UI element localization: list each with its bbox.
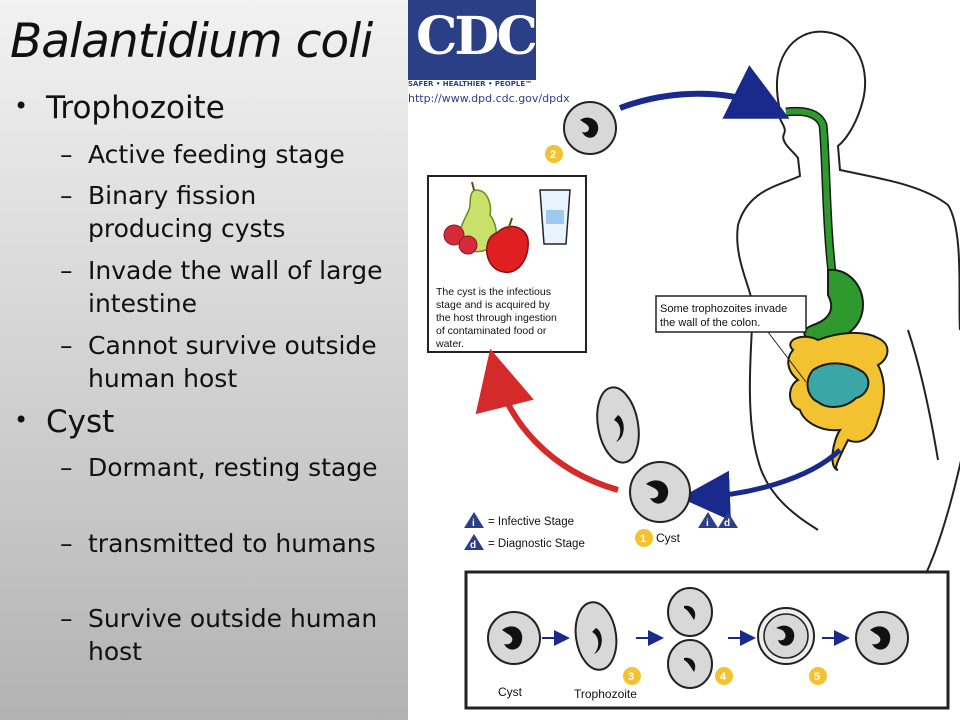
step-3-badge: 3: [623, 667, 641, 685]
bottom-trophozoite-label: Trophozoite: [574, 687, 637, 701]
svg-text:d: d: [470, 540, 476, 551]
svg-text:= Diagnostic Stage: = Diagnostic Stage: [488, 538, 585, 550]
water-glass-icon: [539, 189, 571, 245]
svg-text:The cyst is the infectious: The cyst is the infectious: [436, 286, 551, 298]
sub-item: –Survive outside human host: [60, 604, 378, 666]
apple-icon: [486, 217, 529, 273]
step-1-badge: 1: [635, 529, 653, 547]
svg-text:i: i: [706, 518, 709, 529]
svg-text:1: 1: [640, 533, 646, 545]
svg-text:3: 3: [628, 671, 634, 683]
slide-title: Balantidium coli: [10, 14, 373, 69]
bullet-trophozoite: •Trophozoite: [14, 90, 225, 126]
cdc-tagline: SAFER • HEALTHIER • PEOPLE™: [408, 80, 533, 88]
bottom-cyst: [487, 611, 541, 665]
sub-item: –Invade the wall of large intestine: [60, 256, 383, 318]
stage-progression-box: Cyst 3 Trophozoite 4: [464, 570, 950, 710]
ingested-cyst: [563, 101, 617, 155]
svg-text:4: 4: [720, 671, 727, 683]
legend: i = Infective Stage d = Diagnostic Stage: [464, 512, 585, 551]
text-panel: Balantidium coli •Trophozoite –Active fe…: [0, 0, 408, 720]
sub-item: –Cannot survive outside human host: [60, 331, 377, 393]
life-cycle-diagram: Some trophozoites invade the wall of the…: [427, 30, 960, 710]
svg-text:water.: water.: [435, 338, 464, 350]
stomach: [803, 268, 865, 342]
step-5-badge: 5: [809, 667, 827, 685]
bottom-trophozoite: [574, 601, 618, 671]
step-2-badge: 2: [545, 145, 563, 163]
sub-item: –transmitted to humans: [60, 529, 376, 558]
small-intestine: [806, 362, 870, 408]
svg-text:Some trophozoites invade: Some trophozoites invade: [660, 303, 787, 315]
cdc-url: http://www.dpd.cdc.gov/dpdx: [408, 92, 570, 105]
svg-text:of contaminated food or: of contaminated food or: [436, 325, 547, 337]
digestive-tract: [785, 106, 889, 471]
bullet-label: Cyst: [46, 404, 115, 440]
bottom-cyst-label: Cyst: [498, 685, 523, 699]
binary-fission: [667, 587, 713, 689]
raspberry-icon: [443, 224, 478, 255]
svg-text:= Infective Stage: = Infective Stage: [488, 516, 574, 528]
sub-item: –Dormant, resting stage: [60, 453, 378, 482]
mature-cyst: [855, 611, 909, 665]
sub-item: –Binary fission producing cysts: [60, 181, 286, 243]
step-1-label: Cyst: [656, 531, 681, 545]
cdc-logo: CDC: [408, 0, 538, 80]
colon-note: Some trophozoites invade the wall of the…: [655, 295, 807, 383]
svg-text:d: d: [724, 518, 730, 529]
svg-text:5: 5: [814, 671, 820, 683]
stage-icons: i d: [698, 512, 738, 529]
sub-item: –Active feeding stage: [60, 140, 345, 169]
cyst-info-box: The cyst is the infectious stage and is …: [427, 175, 587, 353]
ingestion-arrow: [618, 65, 790, 119]
step-4-badge: 4: [715, 667, 733, 685]
svg-text:stage and is acquired by: stage and is acquired by: [436, 299, 551, 311]
bullet-label: Trophozoite: [46, 90, 225, 126]
cdc-logo-text: CDC: [416, 6, 538, 67]
excreted-cyst: [629, 461, 691, 523]
encysting-cyst: [757, 607, 815, 665]
svg-text:2: 2: [550, 149, 556, 161]
svg-text:the host through ingestion: the host through ingestion: [436, 312, 557, 324]
excretion-arrow: [680, 448, 842, 521]
trophozoite-organism: [596, 386, 640, 464]
bullet-cyst: •Cyst: [14, 404, 115, 440]
svg-text:the wall of the colon.: the wall of the colon.: [660, 317, 760, 329]
transmission-arrow: [475, 348, 619, 493]
svg-text:i: i: [472, 518, 475, 529]
